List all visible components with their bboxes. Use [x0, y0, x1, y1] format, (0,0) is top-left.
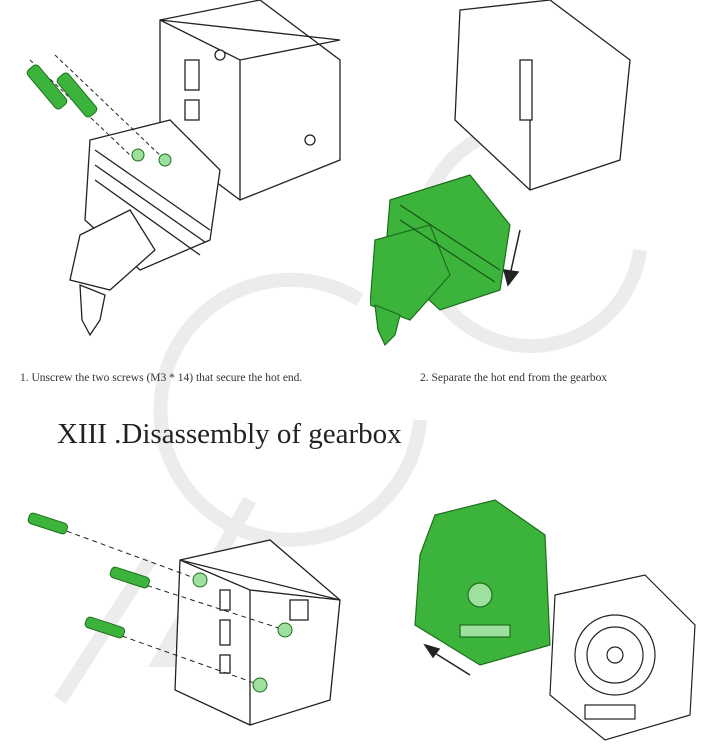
step-2-caption: 2. Separate the hot end from the gearbox: [420, 372, 608, 384]
figure-gearbox-open: [414, 499, 696, 741]
section-heading: XIII .Disassembly of gearbox: [57, 418, 402, 450]
figure-unscrew-hotend: [26, 0, 341, 337]
figure-separate-hotend: [370, 0, 631, 347]
figure-gearbox-screws: [27, 512, 341, 726]
step-1-caption: 1. Unscrew the two screws (M3 * 14) that…: [20, 372, 303, 384]
